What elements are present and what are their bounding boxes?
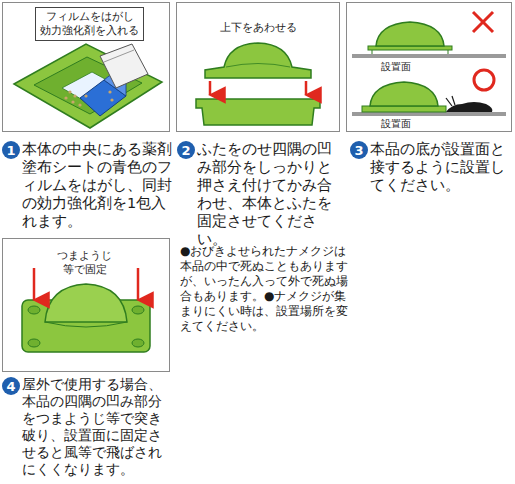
note-text: ●おびきよせられたナメクジは本品の中で死ぬこともありますが、いったん入って外で死… bbox=[180, 244, 350, 334]
panel-label: 上下をあわせる bbox=[220, 21, 297, 35]
trap-tray bbox=[14, 44, 162, 128]
callout-number: 1 bbox=[6, 144, 15, 157]
step-caption: 本体の中央にある薬剤塗布シートの青色のフィルムをはがし、同封の効力強化剤を1包入… bbox=[22, 140, 172, 230]
callout-number: 3 bbox=[354, 144, 363, 157]
step-number: 4 bbox=[2, 377, 20, 395]
panel-label: 設置面 bbox=[381, 118, 411, 130]
fixed-trap bbox=[22, 268, 150, 352]
step-panel: 上下をあわせる bbox=[176, 2, 340, 132]
step-number: 2 bbox=[177, 141, 195, 159]
step-panel: つまようじ 等で固定 bbox=[2, 238, 170, 372]
lid-and-tray bbox=[196, 43, 320, 125]
callout-number: 4 bbox=[6, 380, 15, 393]
step-caption: ふたをのせ四隅の凹み部分をしっかりと押さえ付けてかみ合わせ、本体とふたを固定させ… bbox=[197, 140, 345, 248]
placement-examples bbox=[352, 12, 506, 116]
panel-label: 設置面 bbox=[381, 61, 411, 74]
step-number: 3 bbox=[350, 141, 368, 159]
step-panel: フィルムをはがし 効力強化剤を入れる bbox=[2, 2, 170, 132]
panel-label: つまようじ 等で固定 bbox=[57, 249, 112, 277]
step-caption: 本品の底が設置面と接するように設置してください。 bbox=[370, 140, 510, 194]
panel-label: フィルムをはがし 効力強化剤を入れる bbox=[35, 7, 144, 41]
step-number: 1 bbox=[2, 141, 20, 159]
step-caption: 屋外で使用する場合、本品の四隅の凹み部分をつまようじ等で突き破り、設置面に固定さ… bbox=[22, 376, 170, 478]
callout-number: 2 bbox=[181, 144, 190, 157]
step-panel: 設置面設置面 bbox=[346, 2, 512, 132]
